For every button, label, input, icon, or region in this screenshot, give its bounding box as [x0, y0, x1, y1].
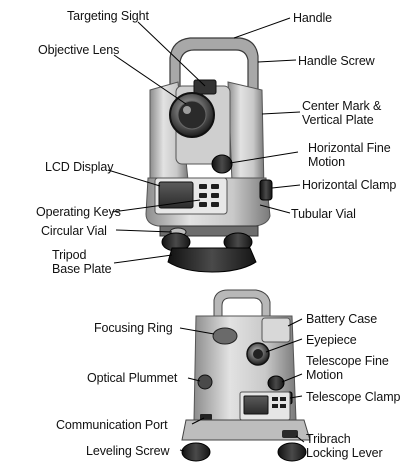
- label-telescope-clamp: Telescope Clamp: [306, 390, 401, 404]
- tripod-base-plate: [167, 247, 257, 273]
- targeting-sight-body: [193, 79, 217, 95]
- label-horizontal-fine-motion: Horizontal Fine Motion: [308, 141, 391, 169]
- base-ring: [159, 225, 259, 237]
- label-operating-keys: Operating Keys: [36, 205, 121, 219]
- battery-case-art: [261, 317, 291, 343]
- focusing-ring-art: [212, 327, 238, 345]
- label-tribrach-line2: Locking Lever: [306, 446, 383, 460]
- label-center-mark-line2: Vertical Plate: [302, 113, 374, 127]
- label-leveling-screw: Leveling Screw: [86, 444, 170, 458]
- top-theodolite: [145, 37, 273, 273]
- horizontal-clamp-art: [259, 179, 273, 201]
- right-standard: [227, 81, 265, 191]
- leveling-screw-art: [181, 442, 211, 462]
- label-telescope-fine-line2: Motion: [306, 368, 343, 382]
- label-optical-plummet: Optical Plummet: [87, 371, 178, 385]
- label-horizontal-clamp: Horizontal Clamp: [302, 178, 397, 192]
- label-tripod-line1: Tripod: [52, 248, 87, 262]
- label-telescope-fine-motion: Telescope Fine Motion: [306, 354, 389, 382]
- operating-keys-art: [199, 184, 219, 207]
- label-lcd-display: LCD Display: [45, 160, 114, 174]
- label-telescope-fine-line1: Telescope Fine: [306, 354, 389, 368]
- bottom-theodolite: [181, 289, 311, 462]
- label-handle-screw: Handle Screw: [298, 54, 375, 68]
- label-eyepiece: Eyepiece: [306, 333, 357, 347]
- label-horizontal-fine-line1: Horizontal Fine: [308, 141, 391, 155]
- handle-2: [213, 289, 271, 319]
- label-tubular-vial: Tubular Vial: [291, 207, 356, 221]
- tribrach-locking-lever-art: [282, 430, 298, 438]
- label-tribrach-line1: Tribrach: [306, 432, 351, 446]
- label-objective-lens: Objective Lens: [38, 43, 120, 57]
- label-center-mark-line1: Center Mark &: [302, 99, 382, 113]
- label-center-mark: Center Mark & Vertical Plate: [302, 99, 381, 127]
- label-circular-vial: Circular Vial: [41, 224, 107, 238]
- label-targeting-sight: Targeting Sight: [67, 9, 149, 23]
- label-horizontal-fine-line2: Motion: [308, 155, 345, 169]
- label-tripod-base-plate: Tripod Base Plate: [52, 248, 112, 276]
- horizontal-fine-knob: [211, 154, 233, 174]
- optical-plummet-art: [197, 374, 213, 390]
- label-handle: Handle: [293, 11, 333, 25]
- tribrach-art: [181, 419, 311, 441]
- label-tribrach-locking-lever: Tribrach Locking Lever: [306, 432, 383, 460]
- label-battery-case: Battery Case: [306, 312, 378, 326]
- telescope-fine-art: [267, 375, 285, 391]
- label-tripod-line2: Base Plate: [52, 262, 112, 276]
- lcd-screen: [158, 181, 194, 209]
- leader-lines: [107, 17, 305, 452]
- label-communication-port: Communication Port: [56, 418, 168, 432]
- label-focusing-ring: Focusing Ring: [94, 321, 173, 335]
